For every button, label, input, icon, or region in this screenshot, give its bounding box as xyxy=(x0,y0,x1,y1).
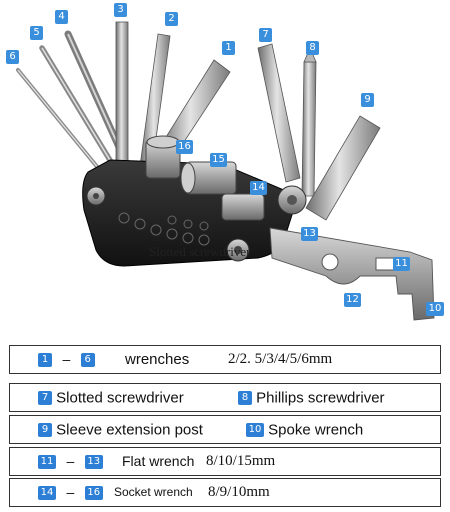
slotted-screwdriver xyxy=(257,43,301,183)
legend-label: wrenches xyxy=(125,351,190,368)
legend-label: Phillips screwdriver xyxy=(256,389,385,407)
socket-15 xyxy=(180,161,237,195)
socket-14 xyxy=(221,193,265,221)
hinge-bolt xyxy=(277,185,307,215)
sleeve-extension-post xyxy=(305,115,381,221)
legend-row-flat-wrench: 11 – 13 Flat wrench 8/10/15mm xyxy=(9,447,441,476)
legend-number: 6 xyxy=(80,352,95,367)
badge-14: 14 xyxy=(250,181,267,195)
badge-3: 3 xyxy=(114,3,127,17)
badge-1: 1 xyxy=(222,41,235,55)
badge-13: 13 xyxy=(301,227,318,241)
socket-16 xyxy=(145,135,181,179)
legend-dash: – xyxy=(66,484,75,501)
legend-number: 9 xyxy=(38,423,52,438)
legend-number: 11 xyxy=(38,454,56,469)
legend-row-screwdrivers: 7 Slotted screwdriver 8 Phillips screwdr… xyxy=(9,383,441,412)
photo-caption: Slotted screwdriver xyxy=(149,244,251,259)
legend-number: 16 xyxy=(84,485,103,500)
badge-11: 11 xyxy=(393,257,410,271)
badge-15: 15 xyxy=(210,153,227,167)
legend-number: 14 xyxy=(38,485,56,500)
legend-label: Spoke wrench xyxy=(268,421,364,439)
tool-body xyxy=(82,159,299,267)
hex-key-3 xyxy=(115,21,129,168)
legend-label: Socket wrench xyxy=(114,485,193,499)
legend-sizes: 8/9/10mm xyxy=(208,484,270,500)
legend-label: Slotted screwdriver xyxy=(56,389,184,407)
legend-number: 13 xyxy=(84,454,103,469)
legend-number: 7 xyxy=(38,391,52,406)
hex-key-6 xyxy=(16,68,114,187)
hex-key-5 xyxy=(39,45,125,183)
badge-2: 2 xyxy=(165,12,178,26)
legend-label: Sleeve extension post xyxy=(56,421,203,439)
legend-label: Flat wrench xyxy=(122,453,195,469)
legend-number: 10 xyxy=(246,423,264,438)
badge-7: 7 xyxy=(259,28,272,42)
badge-6: 6 xyxy=(6,50,19,64)
badge-8: 8 xyxy=(306,41,319,55)
legend-sizes: 8/10/15mm xyxy=(206,453,276,469)
legend-number: 1 xyxy=(38,352,52,367)
multitool-photo xyxy=(16,21,435,321)
badge-5: 5 xyxy=(30,26,43,40)
badge-12: 12 xyxy=(344,293,361,307)
phillips-screwdriver xyxy=(301,46,317,197)
legend-dash: – xyxy=(62,351,71,368)
legend-table: 1 – 6 wrenches 2/2. 5/3/4/5/6mm 7 Slotte… xyxy=(9,345,443,507)
badge-10: 10 xyxy=(426,302,444,316)
badge-16: 16 xyxy=(176,140,193,154)
legend-row-wrenches: 1 – 6 wrenches 2/2. 5/3/4/5/6mm xyxy=(9,345,441,374)
legend-row-socket-wrench: 14 – 16 Socket wrench 8/9/10mm xyxy=(9,478,441,507)
legend-dash: – xyxy=(66,453,75,470)
flat-wrench xyxy=(269,227,435,321)
legend-sizes: 2/2. 5/3/4/5/6mm xyxy=(228,351,333,367)
legend-row-extension: 9 Sleeve extension post 10 Spoke wrench xyxy=(9,415,441,444)
badge-4: 4 xyxy=(55,10,68,24)
badge-9: 9 xyxy=(361,93,374,107)
legend-number: 8 xyxy=(238,391,252,406)
